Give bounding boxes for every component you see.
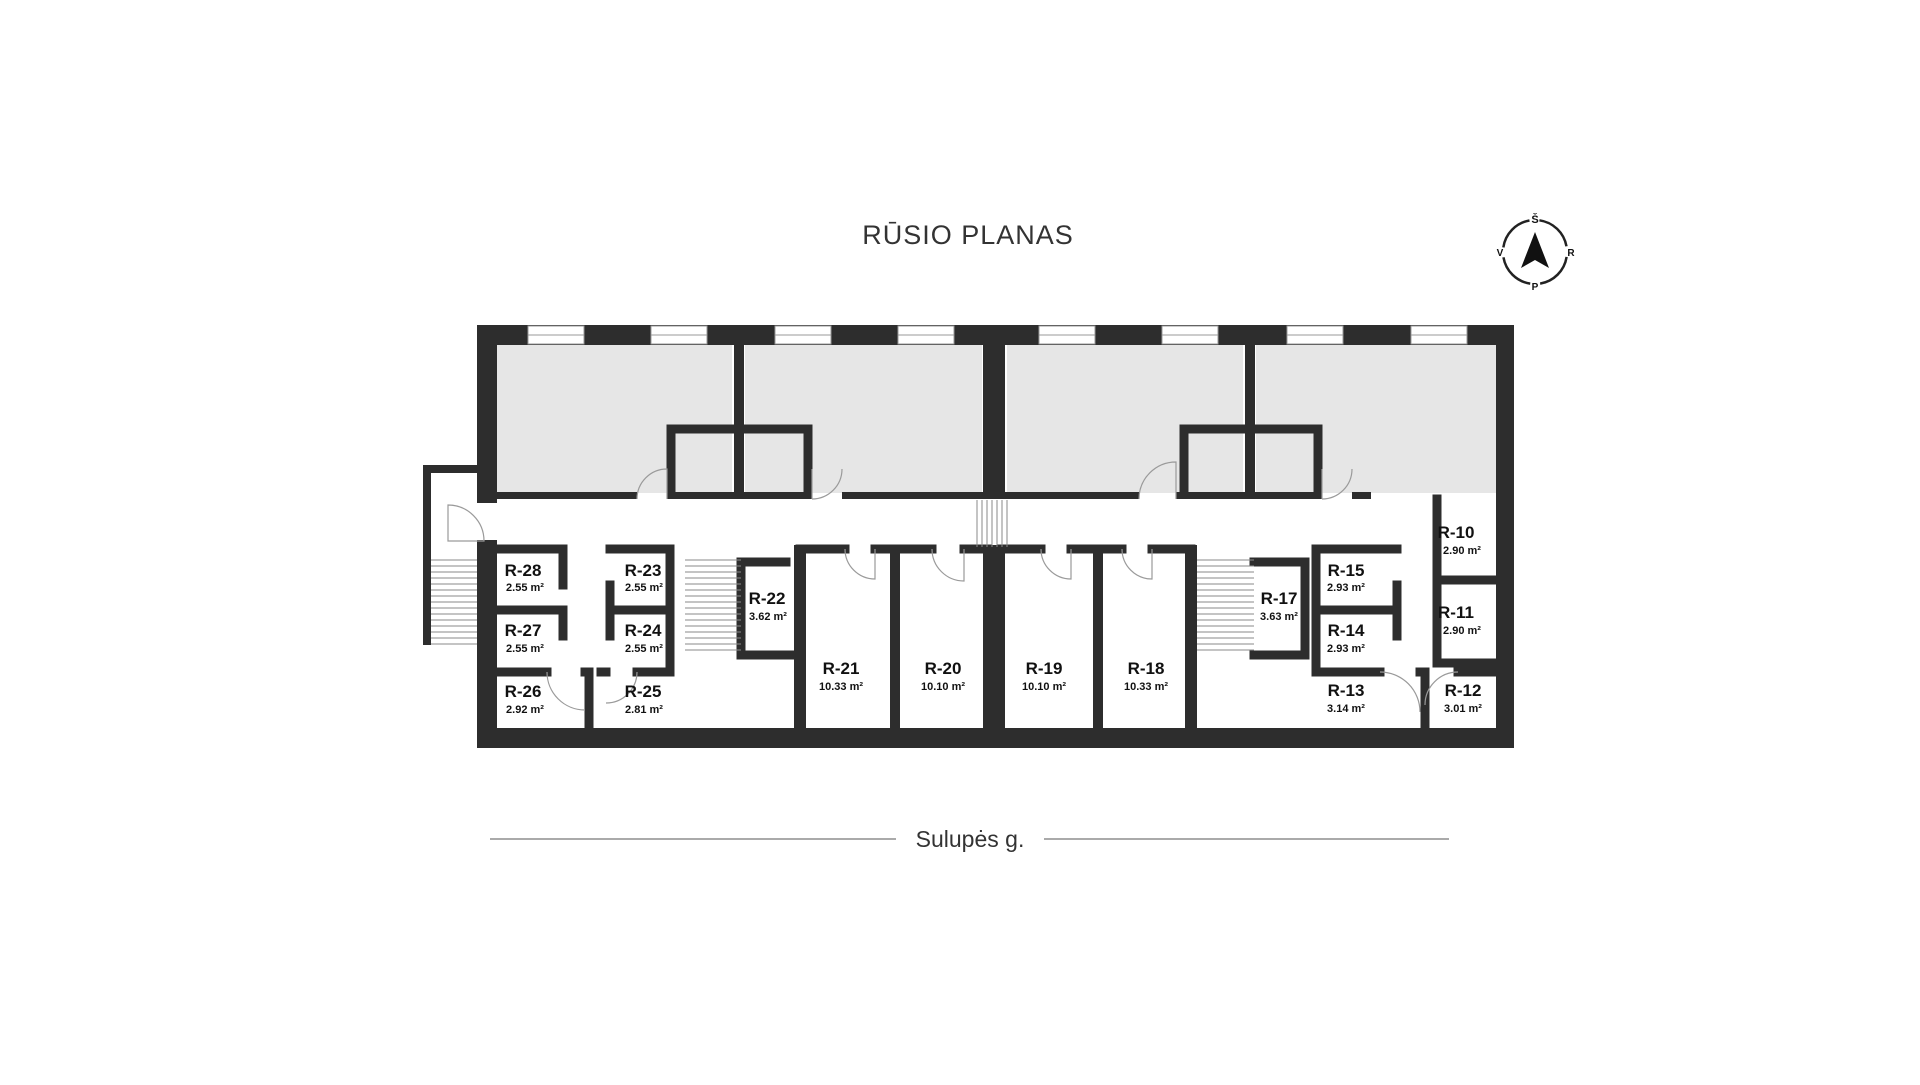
room-area-r10: 2.90 m² [1443, 545, 1481, 557]
compass-east-label: R [1567, 248, 1575, 259]
room-label-r14: R-14 [1328, 621, 1365, 640]
room-area-r26: 2.92 m² [506, 704, 544, 716]
windows [527, 325, 1468, 345]
room-label-r27: R-27 [505, 621, 542, 640]
room-label-r20: R-20 [925, 659, 962, 678]
room-label-r17: R-17 [1261, 589, 1298, 608]
room-area-r13: 3.14 m² [1327, 703, 1365, 715]
room-area-r14: 2.93 m² [1327, 643, 1365, 655]
room-label-r19: R-19 [1026, 659, 1063, 678]
room-label-r11: R-11 [1438, 603, 1474, 622]
room-label-r28: R-28 [505, 561, 542, 580]
compass-icon: Š R P V [1497, 213, 1576, 293]
stairs [431, 500, 1254, 651]
room-area-r19: 10.10 m² [1022, 681, 1066, 693]
compass-north-label: Š [1531, 213, 1538, 226]
room-label-r23: R-23 [625, 561, 662, 580]
room-label-r26: R-26 [505, 682, 542, 701]
room-label-r18: R-18 [1128, 659, 1165, 678]
street-indicator: Sulupės g. [490, 826, 1449, 852]
room-area-r28: 2.55 m² [506, 582, 544, 594]
room-label-r12: R-12 [1445, 681, 1482, 700]
room-area-r20: 10.10 m² [921, 681, 965, 693]
room-label-r13: R-13 [1328, 681, 1365, 700]
room-area-r21: 10.33 m² [819, 681, 863, 693]
room-label-r22: R-22 [749, 589, 786, 608]
compass-south-label: P [1532, 282, 1539, 293]
room-area-r27: 2.55 m² [506, 643, 544, 655]
outer-walls [423, 325, 1514, 748]
room-area-r17: 3.63 m² [1260, 611, 1298, 623]
interior-walls [492, 345, 1501, 740]
street-name: Sulupės g. [916, 826, 1025, 852]
room-area-r12: 3.01 m² [1444, 703, 1482, 715]
room-area-r25: 2.81 m² [625, 704, 663, 716]
room-area-r18: 10.33 m² [1124, 681, 1168, 693]
room-labels: R-10 2.90 m² R-11 2.90 m² R-12 3.01 m² R… [505, 523, 1483, 716]
room-area-r22: 3.62 m² [749, 611, 787, 623]
room-label-r15: R-15 [1328, 561, 1365, 580]
door-swings [447, 461, 1459, 713]
room-area-r11: 2.90 m² [1443, 625, 1481, 637]
compass-west-label: V [1497, 248, 1504, 259]
room-label-r25: R-25 [625, 682, 662, 701]
room-label-r24: R-24 [625, 621, 662, 640]
room-area-r15: 2.93 m² [1327, 582, 1365, 594]
room-area-r23: 2.55 m² [625, 582, 663, 594]
room-label-r21: R-21 [823, 659, 860, 678]
shaded-rooms [497, 345, 1496, 493]
plan-title: RŪSIO PLANAS [862, 220, 1074, 250]
room-area-r24: 2.55 m² [625, 643, 663, 655]
room-label-r10: R-10 [1438, 523, 1475, 542]
